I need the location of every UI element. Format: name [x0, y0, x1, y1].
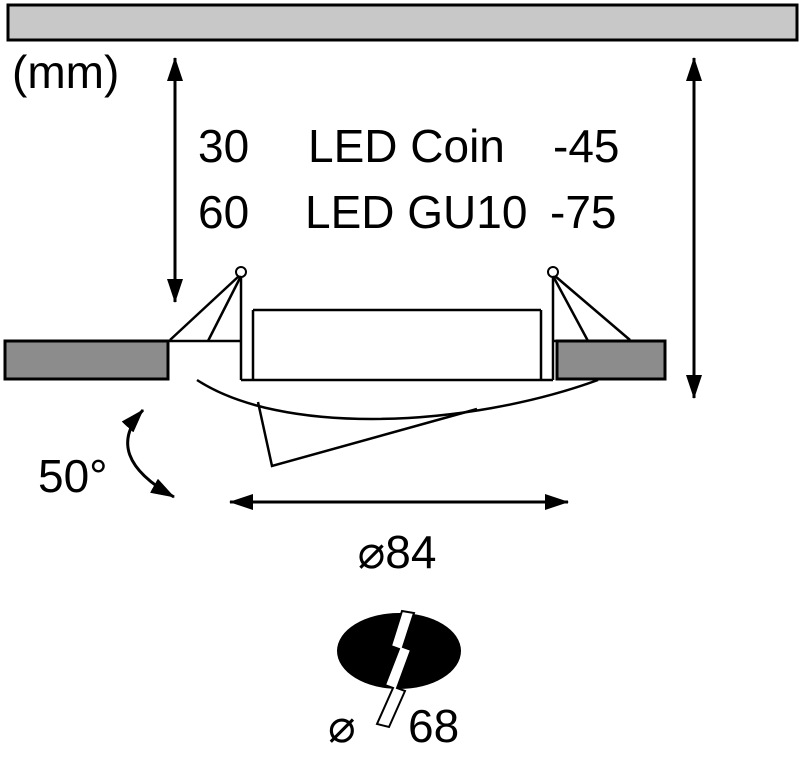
depth-value-row2: 60 [198, 186, 249, 238]
tilt-angle-label: 50° [38, 450, 108, 502]
cutout-diameter-value: 68 [408, 700, 459, 752]
outer-diameter-label: ⌀84 [358, 526, 437, 578]
spring-pivot-right [547, 266, 559, 278]
lamp-type-row2: LED GU10 [305, 186, 527, 238]
ceiling-cut-block-right [555, 339, 667, 381]
tilt-angle-arc-arrow [121, 408, 175, 499]
total-value-row1: -45 [553, 120, 619, 172]
spring-arm-left-inner [206, 275, 243, 342]
spring-arm-right-outer [554, 275, 631, 341]
trim-ring-curve [196, 378, 599, 421]
total-value-row2: -75 [550, 186, 616, 238]
unit-label: (mm) [12, 46, 119, 98]
spring-pivot-left [235, 266, 247, 278]
spring-arm-right-inner [551, 275, 590, 342]
lamp-type-row1: LED Coin [308, 120, 505, 172]
ceiling-surface-bar [6, 3, 799, 42]
depth-value-row1: 30 [198, 120, 249, 172]
ceiling-cut-block-left [3, 339, 170, 381]
tilted-lamp-face [256, 401, 478, 468]
jagged-cut-bolt [375, 609, 416, 729]
spring-arm-left-outer [169, 275, 240, 341]
cutout-diameter-symbol: ⌀ [328, 700, 356, 752]
